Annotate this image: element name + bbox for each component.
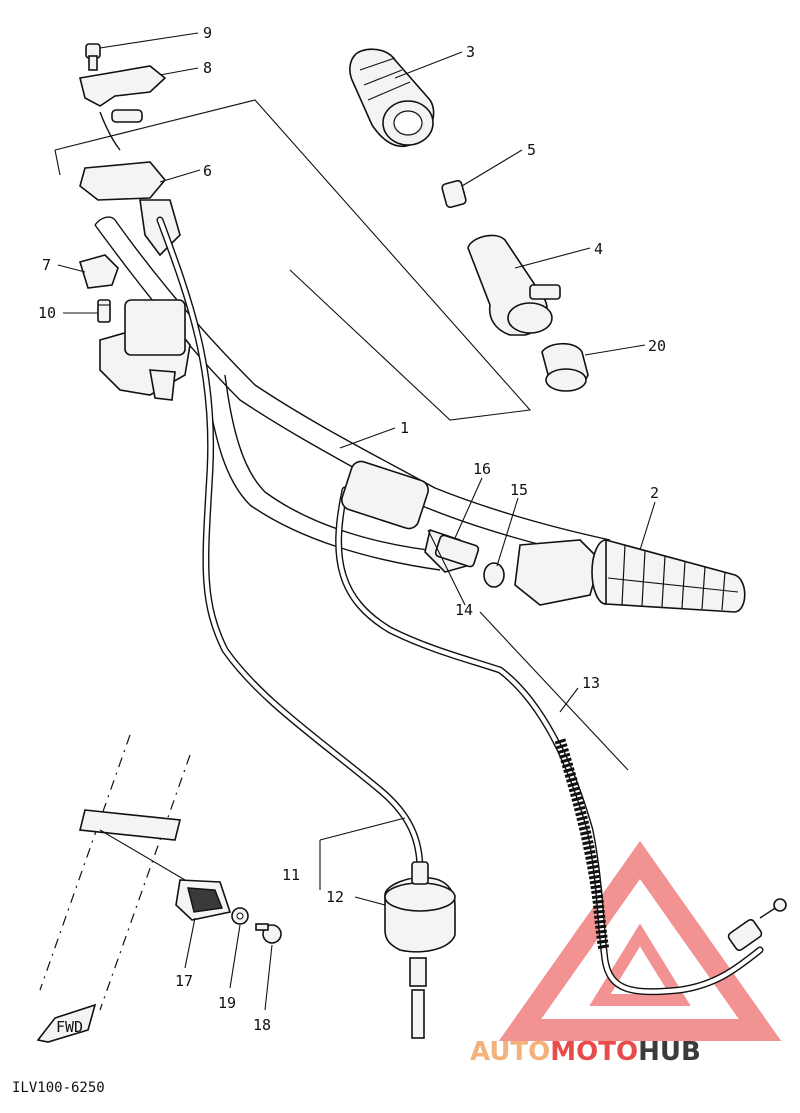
exploded-view-bracket — [54, 99, 532, 421]
fork-tube — [39, 734, 191, 1011]
callout-20: 20 — [648, 337, 666, 355]
cable-13-spring-section — [554, 738, 610, 952]
callout-14: 14 — [455, 601, 473, 619]
callout-16: 16 — [473, 460, 491, 478]
part-5-nut — [441, 179, 467, 209]
callout-7: 7 — [42, 256, 51, 274]
part-18-screw — [255, 923, 282, 944]
cable-left-main — [156, 216, 424, 874]
callout-3: 3 — [466, 43, 475, 61]
watermark-text: AUTOMOTOHUB — [470, 1037, 701, 1067]
callout-10: 10 — [38, 304, 56, 322]
lever-pivot-line — [99, 111, 121, 151]
part-2-right-grip — [514, 538, 746, 613]
callout-8: 8 — [203, 59, 212, 77]
callout-11: 11 — [282, 866, 300, 884]
fwd-arrow — [36, 1003, 97, 1043]
callout-18: 18 — [253, 1016, 271, 1034]
callout-13: 13 — [582, 674, 600, 692]
leader-lines — [57, 32, 656, 1011]
callout-9: 9 — [203, 24, 212, 42]
callout-15: 15 — [510, 481, 528, 499]
part-7-holder — [78, 254, 119, 289]
callout-1: 1 — [400, 419, 409, 437]
part-4-throttle-tube — [467, 234, 561, 336]
part-10-screw — [97, 299, 111, 323]
watermark-moto: MOTO — [550, 1037, 638, 1067]
callout-17: 17 — [175, 972, 193, 990]
part-16-tube — [434, 534, 480, 568]
cable-13-end-fitting — [727, 898, 787, 952]
part-8-clamp — [79, 65, 167, 107]
drawing-code: ILV100-6250 — [12, 1080, 105, 1096]
part-15-collar — [483, 562, 505, 588]
lever-adjuster — [111, 109, 143, 123]
cable-right-main — [335, 486, 764, 996]
callout-4: 4 — [594, 240, 603, 258]
part-17-holder — [175, 879, 232, 921]
watermark-hub: HUB — [638, 1037, 701, 1067]
part-20-sleeve — [541, 342, 589, 392]
exploded-view-tick — [54, 149, 61, 176]
watermark-logo — [498, 840, 782, 1041]
part-19-washer-hole — [236, 912, 244, 920]
watermark-auto: AUTO — [470, 1037, 550, 1067]
callout-19: 19 — [218, 994, 236, 1012]
part-3-grip — [349, 48, 435, 147]
callout-5: 5 — [527, 141, 536, 159]
left-switch-housing — [99, 299, 191, 401]
callout-6: 6 — [203, 162, 212, 180]
fwd-label: FWD — [56, 1018, 83, 1036]
callout-12: 12 — [326, 888, 344, 906]
callout-2: 2 — [650, 484, 659, 502]
part-12-adjuster — [384, 861, 456, 1039]
part-9-bolt — [85, 43, 101, 71]
